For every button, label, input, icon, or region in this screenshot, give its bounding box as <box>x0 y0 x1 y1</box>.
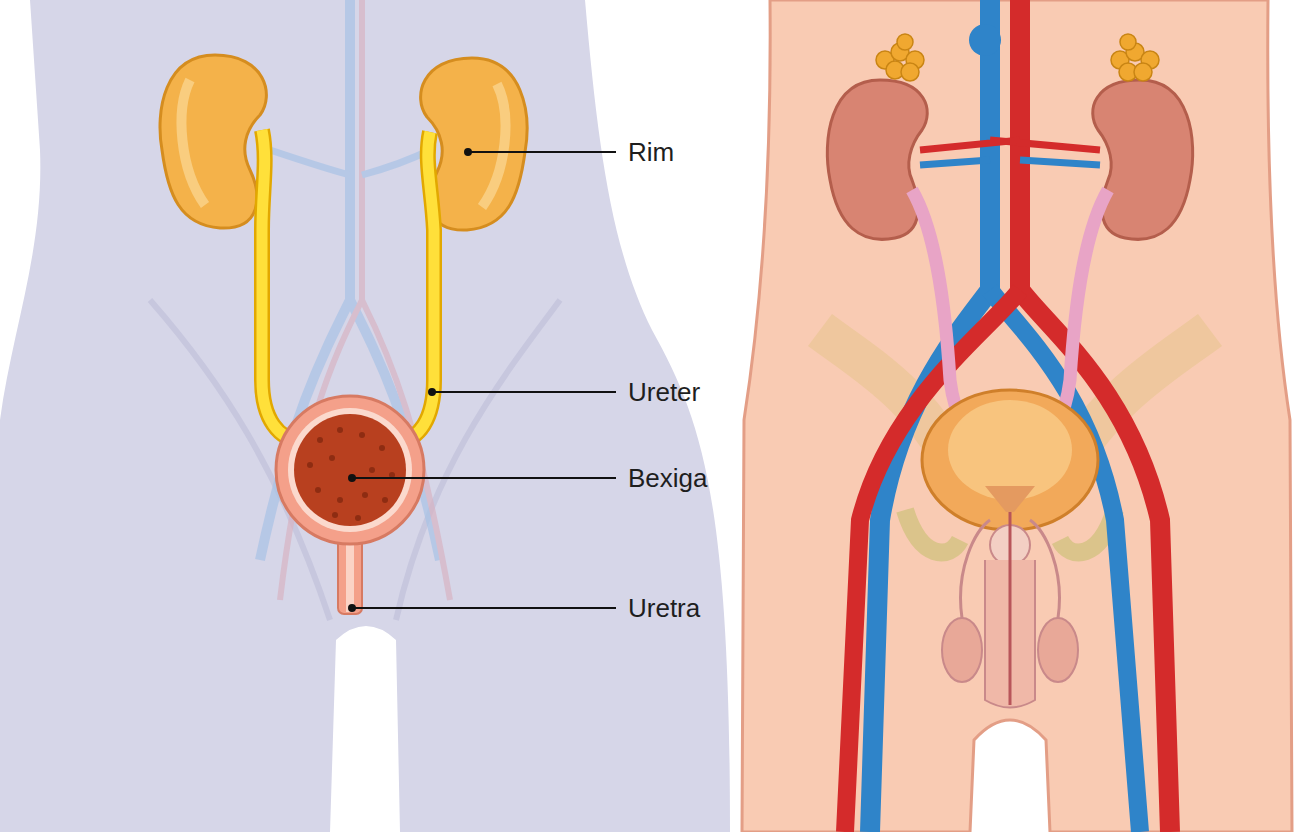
testis <box>1038 618 1078 682</box>
renal-vessel <box>270 150 430 175</box>
renal-artery <box>920 140 1100 150</box>
urethra-lumen <box>346 536 354 612</box>
bladder-inner <box>948 400 1072 500</box>
urethra <box>1009 512 1012 705</box>
bladder <box>922 390 1098 530</box>
leader-dot <box>349 475 355 481</box>
renal-vein <box>920 160 1100 165</box>
ureter <box>262 130 300 440</box>
kidney <box>827 80 927 239</box>
left-ureters <box>262 130 434 440</box>
part-label: Uretra <box>626 593 702 623</box>
body-shape <box>742 0 1292 832</box>
leader-line <box>352 607 616 609</box>
vessel-branch <box>969 24 1001 56</box>
kidney-highlight <box>182 80 205 205</box>
left-bladder <box>276 396 424 614</box>
bladder-interior <box>294 414 406 526</box>
testis <box>942 618 982 682</box>
right-bladder-genitals <box>922 390 1098 708</box>
leader-dot <box>349 605 355 611</box>
kidney-highlight <box>482 84 505 207</box>
ureter <box>400 132 434 440</box>
left-kidneys <box>160 55 527 230</box>
leader-dot <box>429 389 435 395</box>
bladder-texture <box>307 427 395 521</box>
ureter <box>262 130 300 440</box>
part-label: Bexiga <box>626 463 710 493</box>
bladder-wall <box>276 396 424 544</box>
kidney <box>1093 80 1193 239</box>
left-body-silhouette <box>0 0 730 832</box>
leader-line <box>352 477 616 479</box>
right-body <box>742 0 1292 832</box>
leader-line <box>432 391 616 393</box>
bladder-neck <box>985 486 1035 512</box>
leader-dot <box>465 149 471 155</box>
kidney <box>160 55 266 228</box>
leader-lines <box>349 149 616 611</box>
vein <box>260 0 440 560</box>
leader-line <box>468 151 616 153</box>
right-kidneys <box>827 34 1192 239</box>
part-label: Ureter <box>626 377 702 407</box>
body-shape <box>0 0 730 832</box>
part-label: Rim <box>626 137 676 167</box>
bladder-lining <box>288 408 412 532</box>
adrenal-gland <box>876 34 1159 81</box>
vas-deferens <box>961 520 1060 618</box>
ureter <box>400 132 434 440</box>
